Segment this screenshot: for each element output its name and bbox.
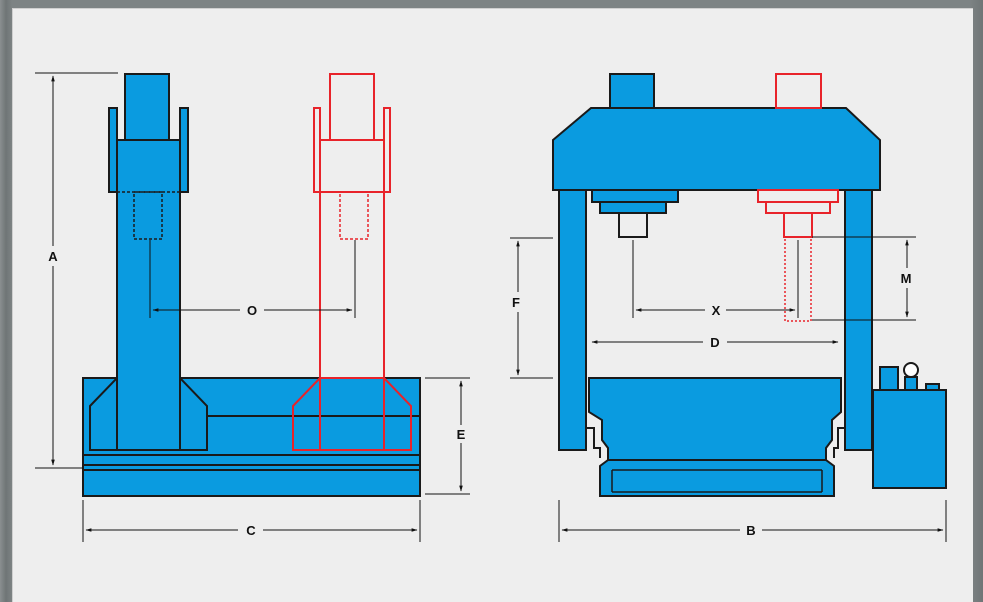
hydraulic-power-unit (872, 389, 947, 489)
front-crown (552, 107, 881, 191)
side-cylinder-top (124, 73, 170, 141)
hydraulic-motor (879, 366, 899, 391)
front-bed (588, 377, 842, 497)
front-ram-flange (591, 189, 679, 203)
front-dimensions (510, 236, 947, 542)
dim-label-f: F (512, 295, 520, 310)
front-view (552, 73, 947, 497)
side-view (82, 73, 421, 497)
front-view-alt-position (757, 73, 839, 322)
dim-label-e: E (457, 427, 466, 442)
dim-label-m: M (901, 271, 912, 286)
side-view-alt-position (292, 73, 412, 451)
pressure-gauge-icon (903, 362, 919, 378)
dim-label-b: B (746, 523, 755, 538)
dim-label-o: O (247, 303, 257, 318)
dim-label-d: D (710, 335, 719, 350)
dim-label-x: X (712, 303, 721, 318)
dim-label-c: C (246, 523, 256, 538)
side-column (116, 139, 181, 451)
front-cylinder-top (609, 73, 655, 109)
side-dimensions (35, 72, 470, 542)
front-ram-nose (618, 212, 648, 238)
front-left-upright (558, 189, 587, 451)
dim-label-a: A (48, 249, 58, 264)
dimension-labels: A O E C F X M D B (48, 249, 911, 538)
side-ram-hidden (133, 191, 163, 240)
